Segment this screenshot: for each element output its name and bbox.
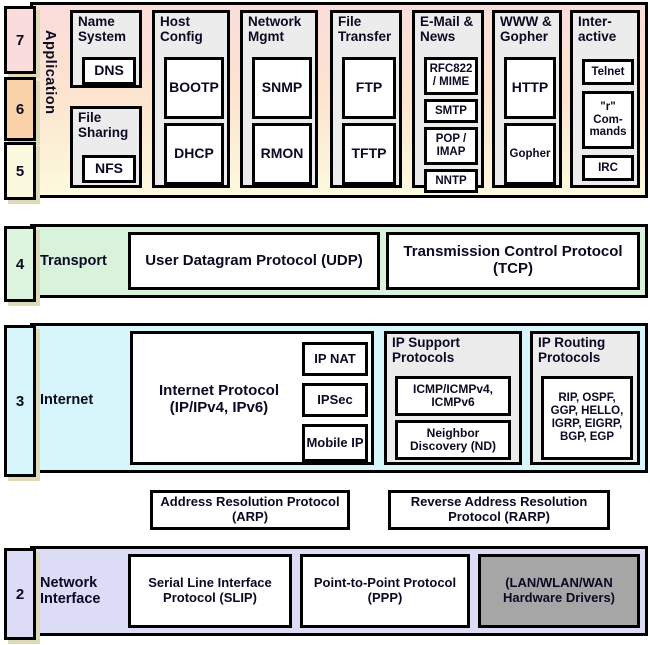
group-ip-support-protocols: IP Support Protocols ICMP/ICMPv4, ICMPv6… <box>384 331 522 465</box>
osi-layer-chip-6: 6 <box>4 77 36 141</box>
protocol-rarp-label: Reverse Address Resolution Protocol (RAR… <box>410 494 588 524</box>
protocol-telnet-label: Telnet <box>591 65 625 78</box>
protocol-ftp-label: FTP <box>355 79 383 96</box>
protocol-routing-list[interactable]: RIP, OSPF, GGP, HELLO, IGRP, EIGRP, BGP,… <box>541 376 633 460</box>
protocol-gopher-label: Gopher <box>509 147 551 160</box>
protocol-ip-nat-label: IP NAT <box>314 350 356 366</box>
osi-layer-chip-3: 3 <box>4 325 36 477</box>
protocol-nfs[interactable]: NFS <box>82 155 136 183</box>
protocol-ppp-label: Point-to-Point Protocol (PPP) <box>313 575 457 605</box>
protocol-nfs-label: NFS <box>95 160 123 177</box>
osi-layer-chip-2: 2 <box>4 548 36 640</box>
internet-layer-label: Internet <box>40 392 94 408</box>
protocol-mobile-ip[interactable]: Mobile IP <box>302 424 368 462</box>
protocol-hardware-drivers-label: (LAN/WLAN/WAN Hardware Drivers) <box>503 575 615 605</box>
protocol-nntp[interactable]: NNTP <box>424 169 478 193</box>
group-ip-routing-protocols-title: IP Routing Protocols <box>538 335 606 365</box>
protocol-rmon[interactable]: RMON <box>252 123 312 185</box>
protocol-gopher[interactable]: Gopher <box>504 123 556 185</box>
protocol-dns[interactable]: DNS <box>82 57 136 85</box>
protocol-r-commands-label: "r" Com-mands <box>589 100 627 139</box>
group-file-sharing: File Sharing NFS <box>70 106 142 188</box>
osi-layer-chip-2-label: 2 <box>15 585 25 603</box>
protocol-irc-label: IRC <box>598 161 618 174</box>
protocol-snmp[interactable]: SNMP <box>252 57 312 119</box>
protocol-dhcp-label: DHCP <box>174 145 214 162</box>
protocol-ipsec-label: IPSec <box>317 391 353 407</box>
protocol-icmp-label: ICMP/ICMPv4, ICMPv6 <box>412 381 493 409</box>
group-name-system: Name System DNS <box>70 10 142 88</box>
protocol-http-label: HTTP <box>511 79 549 96</box>
osi-layer-chip-5-label: 5 <box>15 162 25 180</box>
protocol-udp-label: User Datagram Protocol (UDP) <box>145 251 363 269</box>
protocol-http[interactable]: HTTP <box>504 57 556 119</box>
group-ip-support-protocols-title: IP Support Protocols <box>392 335 461 365</box>
group-host-config: Host Config BOOTP DHCP <box>152 10 230 188</box>
protocol-rmon-label: RMON <box>260 145 304 162</box>
protocol-tcp[interactable]: Transmission Control Protocol (TCP) <box>386 232 640 290</box>
protocol-arp-label: Address Resolution Protocol (ARP) <box>160 494 340 524</box>
group-file-transfer: File Transfer FTP TFTP <box>330 10 402 188</box>
protocol-bootp[interactable]: BOOTP <box>164 57 224 119</box>
group-email-news-title: E-Mail & News <box>420 14 474 44</box>
protocol-arp[interactable]: Address Resolution Protocol (ARP) <box>150 490 350 530</box>
osi-layer-chip-7: 7 <box>4 6 36 74</box>
group-file-transfer-title: File Transfer <box>338 14 392 44</box>
protocol-tcp-label: Transmission Control Protocol (TCP) <box>403 243 623 277</box>
protocol-ipsec[interactable]: IPSec <box>302 383 368 417</box>
protocol-telnet[interactable]: Telnet <box>582 59 634 85</box>
group-host-config-title: Host Config <box>160 14 203 44</box>
protocol-rarp[interactable]: Reverse Address Resolution Protocol (RAR… <box>388 490 610 530</box>
osi-layer-chip-4: 4 <box>4 226 36 302</box>
protocol-ip-main-label: Internet Protocol (IP/IPv4, IPv6) <box>158 382 279 417</box>
protocol-rfc822-mime[interactable]: RFC822 / MIME <box>424 57 478 95</box>
osi-layer-chip-6-label: 6 <box>15 100 25 118</box>
protocol-slip-label: Serial Line Interface Protocol (SLIP) <box>148 575 272 605</box>
protocol-ip-nat[interactable]: IP NAT <box>302 342 368 376</box>
group-network-mgmt: Network Mgmt SNMP RMON <box>240 10 318 188</box>
protocol-pop-imap-label: POP / IMAP <box>435 133 467 158</box>
protocol-smtp[interactable]: SMTP <box>424 99 478 123</box>
protocol-mobile-ip-label: Mobile IP <box>306 434 364 450</box>
protocol-neighbor-discovery-label: Neighbor Discovery (ND) <box>409 425 497 453</box>
protocol-ftp[interactable]: FTP <box>342 57 396 119</box>
protocol-dns-label: DNS <box>94 62 124 79</box>
osi-layer-chip-7-label: 7 <box>15 31 25 49</box>
protocol-ip-container: Internet Protocol (IP/IPv4, IPv6) IP NAT… <box>130 331 374 465</box>
protocol-irc[interactable]: IRC <box>582 155 634 181</box>
protocol-smtp-label: SMTP <box>435 104 467 117</box>
group-email-news: E-Mail & News RFC822 / MIME SMTP POP / I… <box>412 10 484 193</box>
protocol-dhcp[interactable]: DHCP <box>164 123 224 185</box>
protocol-slip[interactable]: Serial Line Interface Protocol (SLIP) <box>128 554 292 628</box>
protocol-nntp-label: NNTP <box>435 174 467 187</box>
protocol-rfc822-mime-label: RFC822 / MIME <box>429 63 473 88</box>
group-file-sharing-title: File Sharing <box>78 110 129 140</box>
group-interactive: Inter-active Telnet "r" Com-mands IRC <box>570 10 640 188</box>
group-name-system-title: Name System <box>78 14 127 44</box>
protocol-r-commands[interactable]: "r" Com-mands <box>582 91 634 149</box>
osi-layer-chip-3-label: 3 <box>15 392 25 410</box>
protocol-hardware-drivers[interactable]: (LAN/WLAN/WAN Hardware Drivers) <box>478 554 640 628</box>
network-interface-layer-label: Network Interface <box>40 575 101 608</box>
osi-layer-chip-5: 5 <box>4 142 36 200</box>
application-layer-label: Application <box>42 30 58 115</box>
protocol-icmp[interactable]: ICMP/ICMPv4, ICMPv6 <box>395 376 511 416</box>
group-ip-routing-protocols: IP Routing Protocols RIP, OSPF, GGP, HEL… <box>530 331 640 465</box>
transport-layer-label: Transport <box>40 253 107 269</box>
osi-layer-chip-4-label: 4 <box>15 255 25 273</box>
group-network-mgmt-title: Network Mgmt <box>248 14 302 44</box>
protocol-routing-list-label: RIP, OSPF, GGP, HELLO, IGRP, EIGRP, BGP,… <box>550 392 624 443</box>
protocol-ppp[interactable]: Point-to-Point Protocol (PPP) <box>300 554 470 628</box>
protocol-neighbor-discovery[interactable]: Neighbor Discovery (ND) <box>395 420 511 460</box>
group-www-gopher: WWW & Gopher HTTP Gopher <box>492 10 562 188</box>
group-www-gopher-title: WWW & Gopher <box>500 14 552 44</box>
protocol-tftp-label: TFTP <box>351 145 387 162</box>
protocol-bootp-label: BOOTP <box>169 79 219 96</box>
protocol-pop-imap[interactable]: POP / IMAP <box>424 127 478 165</box>
protocol-udp[interactable]: User Datagram Protocol (UDP) <box>128 232 380 290</box>
protocol-snmp-label: SNMP <box>261 79 303 96</box>
protocol-tftp[interactable]: TFTP <box>342 123 396 185</box>
group-interactive-title: Inter-active <box>578 14 617 44</box>
